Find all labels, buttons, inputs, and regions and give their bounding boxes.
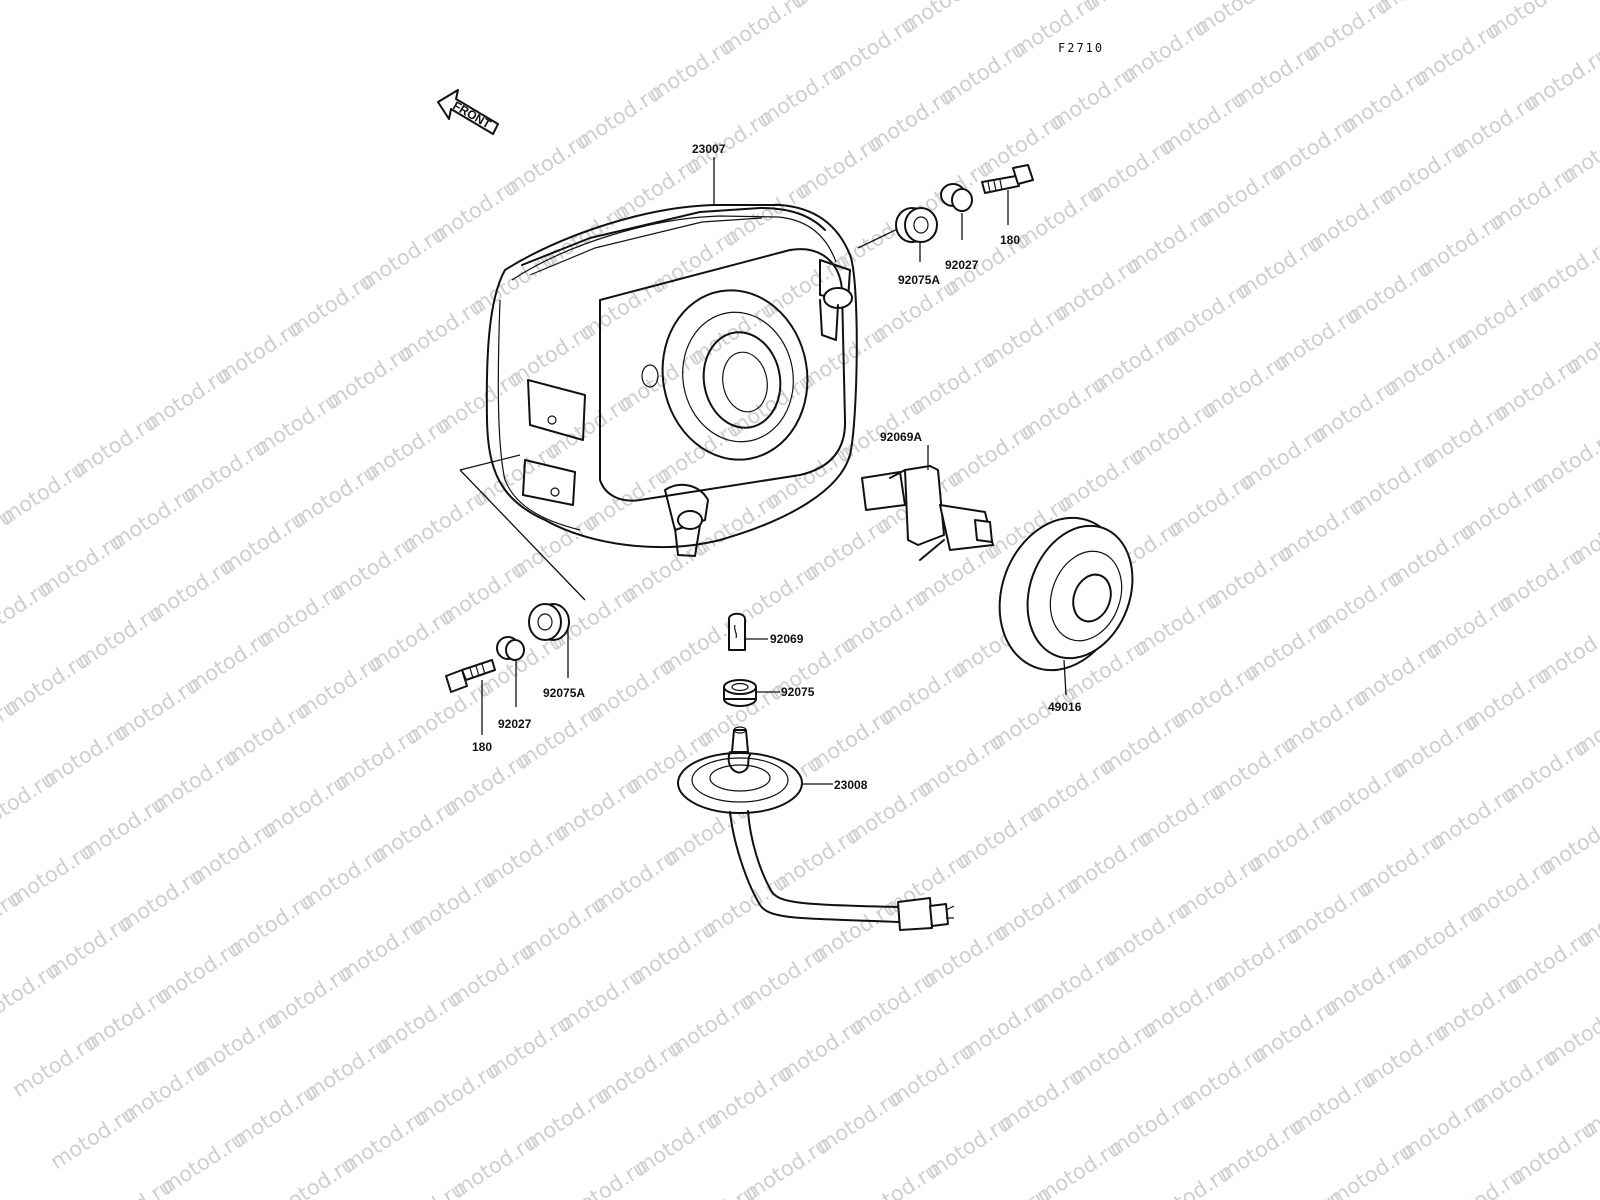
label-23007: 23007 (692, 142, 726, 156)
label-92075A-right: 92075A (898, 273, 940, 287)
label-180-right: 180 (1000, 233, 1020, 247)
label-92075: 92075 (781, 685, 815, 699)
lower-adjuster-icon (664, 483, 709, 557)
label-92027-right: 92027 (945, 258, 979, 272)
front-arrow-icon: FRONT (437, 89, 499, 135)
figure-code: F2710 (1058, 41, 1104, 55)
grommet-left: 92075A (528, 603, 585, 700)
collar-right: 92027 (940, 183, 979, 272)
label-180-left: 180 (472, 740, 492, 754)
bolt-left: 180 (445, 659, 496, 754)
front-label: FRONT (451, 98, 494, 131)
upper-adjuster-icon (819, 259, 853, 341)
label-49016: 49016 (1048, 700, 1082, 714)
label-23008: 23008 (834, 778, 868, 792)
label-92069: 92069 (770, 632, 804, 646)
mount-leader-left (459, 454, 586, 601)
headlight-bulb: 92069A (861, 430, 994, 561)
socket-harness: 23008 (677, 726, 955, 931)
label-92075A-left: 92075A (543, 686, 585, 700)
pilot-bulb: 92069 (728, 612, 804, 651)
bulb-cover: 49016 (998, 516, 1134, 714)
label-92027-left: 92027 (498, 717, 532, 731)
label-92069A: 92069A (880, 430, 922, 444)
grommet-right: 92075A (895, 207, 940, 287)
bolt-right: 180 (981, 164, 1034, 247)
pilot-grommet: 92075 (723, 679, 815, 707)
collar-left: 92027 (496, 636, 532, 731)
headlight-housing: 23007 (485, 142, 858, 557)
